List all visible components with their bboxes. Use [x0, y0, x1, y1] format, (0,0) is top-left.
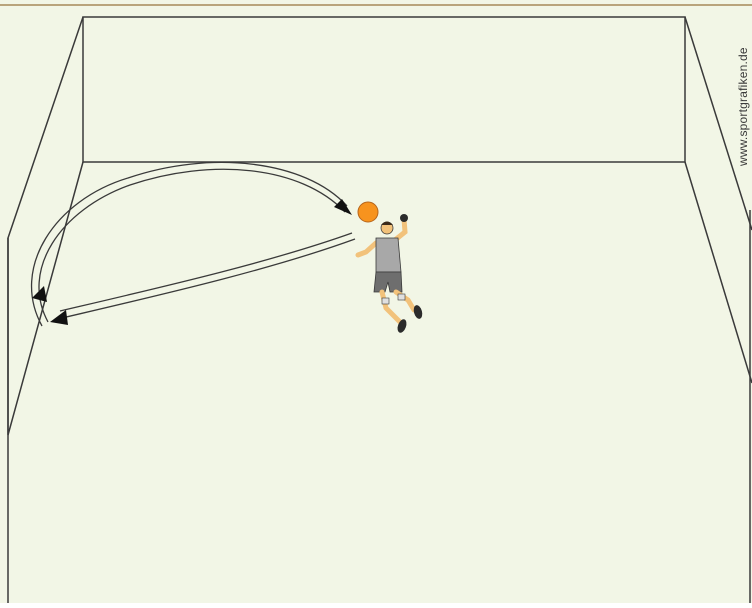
watermark-text: www.sportgrafiken.de [736, 6, 752, 166]
volleyball-icon [358, 202, 378, 222]
